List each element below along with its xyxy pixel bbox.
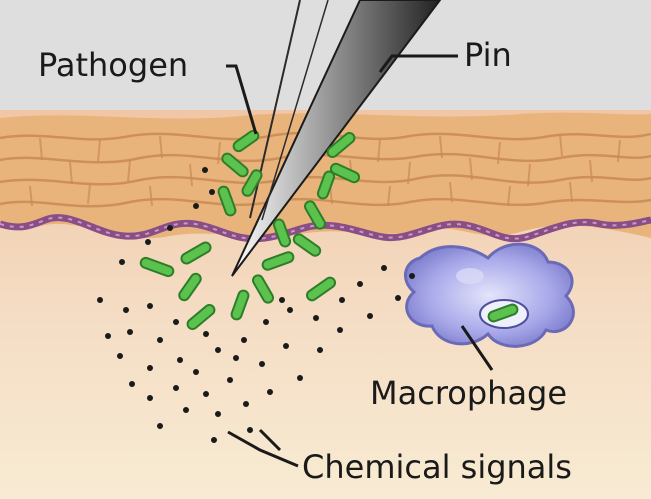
pathogen xyxy=(292,233,322,257)
pathogen-label: Pathogen xyxy=(38,46,188,84)
pathogen xyxy=(186,303,216,331)
skin-cell-dividers xyxy=(29,133,621,207)
pathogen xyxy=(252,274,274,304)
pathogen xyxy=(326,131,356,159)
pathogen-leader xyxy=(226,64,258,135)
chemical-signals xyxy=(97,167,415,443)
pathogen xyxy=(316,170,336,200)
pin-label: Pin xyxy=(464,36,512,74)
pathogen xyxy=(180,241,212,265)
pathogen xyxy=(261,251,295,271)
leader-lines xyxy=(226,54,494,468)
macrophage-label: Macrophage xyxy=(370,374,567,412)
pathogen xyxy=(232,129,260,153)
pathogen xyxy=(221,152,249,178)
engulfed-pathogen xyxy=(487,303,519,323)
basement-membrane-highlight xyxy=(0,216,651,240)
pathogen xyxy=(272,218,292,248)
pin-leader xyxy=(378,54,458,73)
macrophage-leader xyxy=(460,325,494,371)
macrophage xyxy=(404,242,575,348)
pathogen xyxy=(241,169,263,197)
pathogen xyxy=(304,200,326,230)
pathogen xyxy=(178,272,202,302)
chemical-signals-label: Chemical signals xyxy=(302,448,572,486)
pathogen xyxy=(230,289,250,321)
chemical-signals-leader xyxy=(227,430,299,468)
pathogens xyxy=(139,129,361,331)
pathogen xyxy=(217,185,237,217)
pathogen xyxy=(305,276,337,302)
pin xyxy=(231,0,442,277)
pathogen xyxy=(329,162,361,184)
pathogen xyxy=(139,256,175,278)
